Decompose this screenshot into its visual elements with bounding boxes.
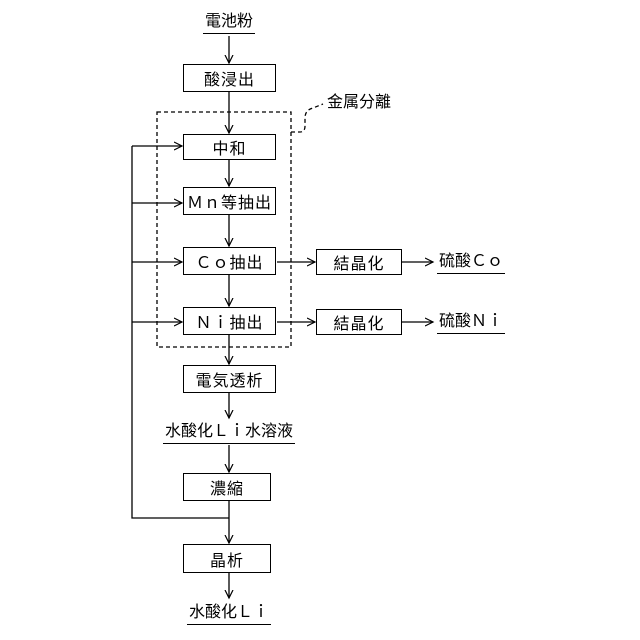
- metal-separation-label: 金属分離: [327, 92, 391, 112]
- co-extraction-box: Ｃｏ抽出: [183, 247, 276, 275]
- ni-crystallization-box: 結晶化: [316, 309, 402, 335]
- input-battery-powder: 電池粉: [203, 11, 255, 34]
- output-cobalt-sulfate: 硫酸Ｃｏ: [437, 251, 505, 274]
- electrodialysis-box: 電気透析: [183, 365, 276, 393]
- crystallization-box: 晶析: [183, 544, 271, 573]
- acid-leaching-box: 酸浸出: [183, 64, 276, 92]
- ni-extraction-box: Ｎｉ抽出: [183, 307, 276, 335]
- mn-extraction-box: Ｍｎ等抽出: [183, 187, 276, 215]
- lithium-hydroxide-solution: 水酸化Ｌｉ水溶液: [163, 421, 295, 444]
- neutralization-box: 中和: [183, 134, 276, 160]
- concentration-box: 濃縮: [183, 473, 271, 501]
- co-crystallization-box: 結晶化: [316, 249, 402, 275]
- output-lithium-hydroxide: 水酸化Ｌｉ: [187, 602, 271, 625]
- output-nickel-sulfate: 硫酸Ｎｉ: [437, 311, 505, 334]
- group-label-leader: [291, 104, 323, 132]
